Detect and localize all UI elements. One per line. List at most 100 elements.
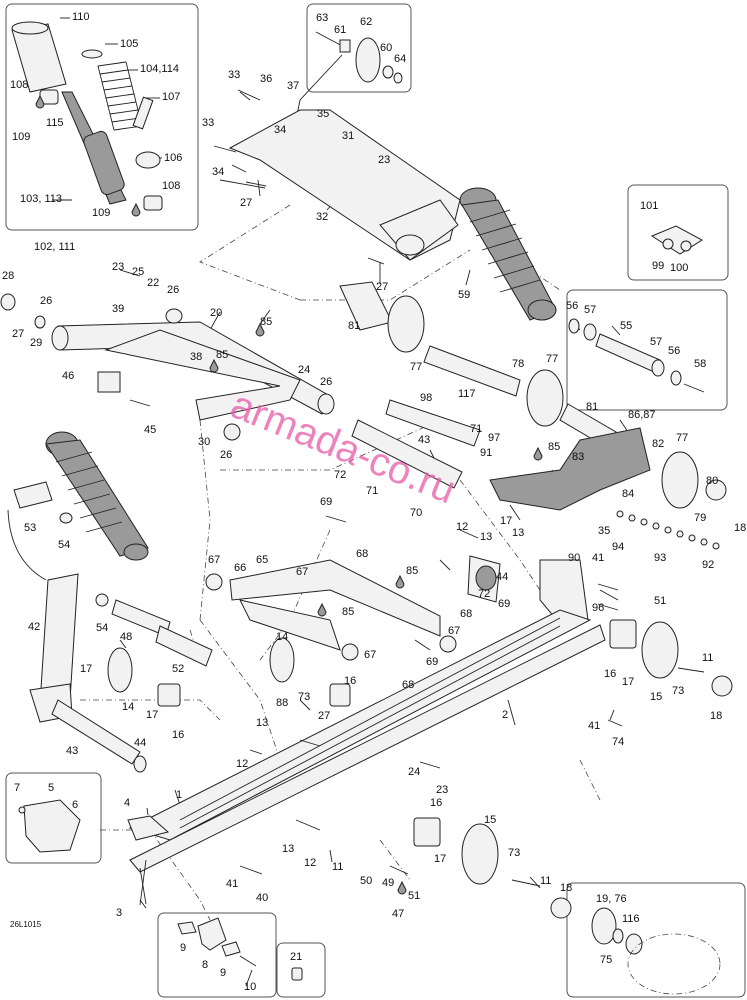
- grease-drop-icon: [209, 358, 219, 373]
- bracket-small: [650, 225, 703, 255]
- shock-cylinder: [83, 130, 125, 196]
- bushing-lower: [143, 195, 163, 211]
- callout: 54: [96, 622, 108, 634]
- callout: 6: [72, 799, 78, 811]
- callout: 63: [316, 12, 328, 24]
- clamp-16c: [413, 817, 441, 847]
- callout: 64: [394, 53, 406, 65]
- callout: 59: [458, 289, 470, 301]
- callout: 42: [28, 621, 40, 633]
- callout: 13: [256, 717, 268, 729]
- callout: 8: [202, 959, 208, 971]
- callout: 43: [66, 745, 78, 757]
- callout: 32: [316, 211, 328, 223]
- callout: 98: [420, 392, 432, 404]
- wheel-77c: [661, 451, 699, 509]
- callout: 56: [668, 345, 680, 357]
- front-stopper-inset: [5, 772, 102, 864]
- callout: 12: [304, 857, 316, 869]
- callout: 96: [592, 602, 604, 614]
- slide-rail-1: [128, 609, 592, 841]
- callout: 13: [480, 531, 492, 543]
- grease-drop-icon: [397, 880, 407, 895]
- callout: 109: [12, 131, 30, 143]
- cap-80: [705, 479, 727, 501]
- coil-spring: [97, 61, 143, 131]
- callout: 62: [360, 16, 372, 28]
- callout: 33: [228, 69, 240, 81]
- callout: 17: [622, 676, 634, 688]
- callout: 14: [276, 631, 288, 643]
- callout: 77: [546, 353, 558, 365]
- callout: 11: [540, 875, 551, 887]
- callout: 36: [260, 73, 272, 85]
- callout: 90: [568, 552, 580, 564]
- callout: 61: [334, 24, 346, 36]
- shaft-48-52: [107, 599, 295, 707]
- callout: 18: [560, 882, 572, 894]
- shaft-43: [351, 419, 463, 489]
- callout: 68: [402, 679, 414, 691]
- slide-rail-2: [129, 624, 606, 873]
- callout: 31: [342, 130, 354, 142]
- callout: 66: [234, 562, 246, 574]
- callout: 86,87: [628, 409, 656, 421]
- grease-drop-icon: [35, 94, 45, 109]
- callout: 67: [364, 649, 376, 661]
- callout: 34: [274, 124, 286, 136]
- callout: 11: [332, 861, 343, 873]
- callout: 65: [256, 554, 268, 566]
- wheel-14a: [107, 647, 133, 693]
- callout: 93: [654, 552, 666, 564]
- rear-lower-arm: [205, 555, 501, 661]
- callout: 79: [694, 512, 706, 524]
- front-shock: [459, 187, 557, 321]
- callout: 26: [40, 295, 52, 307]
- callout: 41: [592, 552, 604, 564]
- callout: 81: [586, 401, 598, 413]
- callout: 104,114: [140, 63, 179, 75]
- callout: 35: [317, 108, 329, 120]
- callout: 17: [146, 709, 158, 721]
- nut: [393, 72, 403, 84]
- callout: 17: [80, 663, 92, 675]
- callout: 18: [734, 522, 746, 534]
- callout: 16: [344, 675, 356, 687]
- callout: 85: [342, 606, 354, 618]
- front-arm-assembly: [219, 109, 461, 261]
- callout: 55: [620, 320, 632, 332]
- callout: 71: [470, 423, 482, 435]
- bolts: [119, 89, 705, 905]
- callout: 74: [612, 736, 624, 748]
- callout: 57: [650, 336, 662, 348]
- front-stopper: [18, 799, 81, 853]
- bracket-hole: [395, 234, 425, 256]
- callout: 70: [410, 507, 422, 519]
- callout: 85: [260, 316, 272, 328]
- callout: 116: [622, 913, 640, 925]
- callout: 41: [588, 720, 600, 732]
- callout: 67: [208, 554, 220, 566]
- spacer: [339, 39, 351, 53]
- grease-markers: [209, 322, 543, 895]
- callout: 88: [276, 697, 288, 709]
- right-side-hardware: [329, 559, 733, 919]
- callout: 50: [360, 875, 372, 887]
- callout: 20: [210, 307, 222, 319]
- callout: 10: [244, 981, 256, 993]
- rear-shock-exploded: [11, 21, 163, 217]
- callout: 18: [710, 710, 722, 722]
- callout: 37: [287, 80, 299, 92]
- wheel-bearing-inset: [566, 882, 746, 998]
- shaft-98: [385, 399, 481, 447]
- callout: 43: [418, 434, 430, 446]
- callout: 27: [12, 328, 24, 340]
- callout: 23: [378, 154, 390, 166]
- callout: 24: [408, 766, 420, 778]
- callout: 17: [500, 515, 512, 527]
- wheel-77a: [387, 295, 425, 353]
- clamp-16d: [329, 683, 351, 707]
- slider-clip: [177, 917, 257, 967]
